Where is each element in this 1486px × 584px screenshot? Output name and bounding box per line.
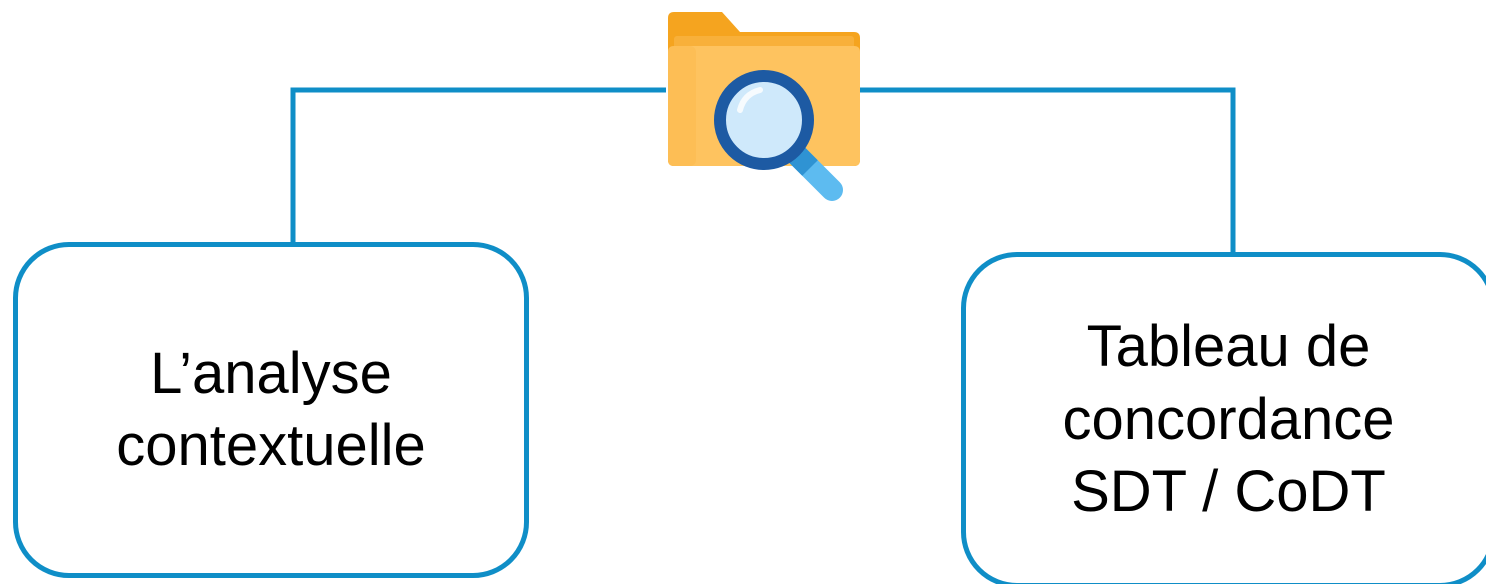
connector-right <box>860 87 1236 254</box>
node-label: Tableau de concordance SDT / CoDT <box>1062 311 1394 529</box>
node-label-line: contextuelle <box>116 413 426 478</box>
connector-left <box>290 87 666 244</box>
node-label: L’analyse contextuelle <box>116 338 426 483</box>
node-analyse-contextuelle: L’analyse contextuelle <box>13 242 529 578</box>
folder-search-icon <box>668 12 860 201</box>
node-tableau-concordance: Tableau de concordance SDT / CoDT <box>961 252 1486 584</box>
node-label-line: concordance <box>1062 386 1395 452</box>
node-label-line: SDT / CoDT <box>1071 459 1386 525</box>
node-label-line: L’analyse <box>150 340 392 406</box>
node-label-line: Tableau de <box>1086 314 1371 380</box>
